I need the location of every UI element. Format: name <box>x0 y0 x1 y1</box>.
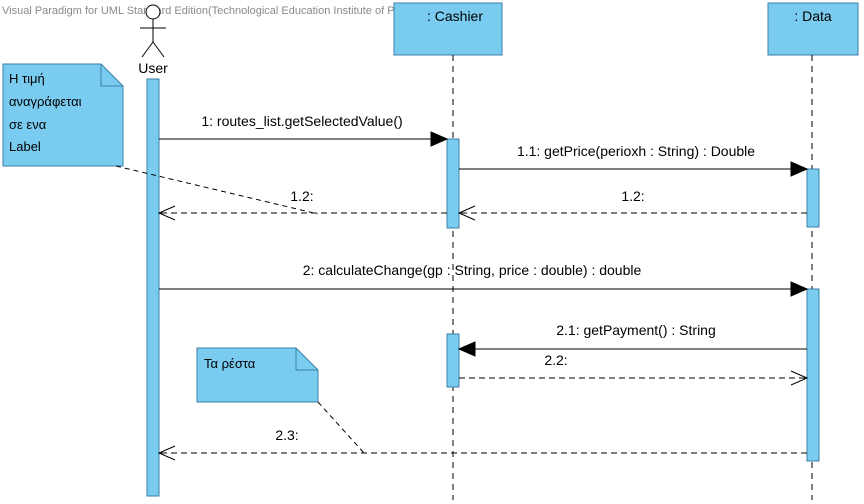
message-2-label: 2: calculateChange(gp : String, price : … <box>303 262 642 278</box>
note1-line2: αναγράφεται <box>9 94 82 109</box>
data-label: : Data <box>794 8 832 24</box>
user-activation-bar[interactable] <box>146 78 160 497</box>
message-2-1[interactable]: 2.1: getPayment() : String <box>457 322 807 357</box>
return-2-3[interactable]: 2.3: <box>157 427 807 461</box>
note2-line1: Τα ρέστα <box>204 356 256 371</box>
cashier-activation-bar-2[interactable] <box>446 333 460 388</box>
cashier-activation-bar-1[interactable] <box>446 138 460 229</box>
actor-head-icon <box>145 4 161 20</box>
cashier-lifeline-head[interactable]: : Cashier <box>393 2 503 56</box>
data-lifeline-head[interactable]: : Data <box>767 2 859 56</box>
note-change[interactable]: Τα ρέστα <box>196 347 319 403</box>
note1-line4: Label <box>9 139 41 154</box>
note1-line3: σε ενα <box>9 117 47 132</box>
message-1-label: 1: routes_list.getSelectedValue() <box>201 113 402 129</box>
message-2-1-label: 2.1: getPayment() : String <box>556 322 716 338</box>
user-label: User <box>138 60 168 76</box>
return-1-2-to-cashier[interactable]: 1.2: <box>457 188 807 221</box>
cashier-label: : Cashier <box>427 8 483 24</box>
data-activation-bar-1[interactable] <box>806 168 820 228</box>
user-actor: User <box>138 4 168 76</box>
message-2[interactable]: 2: calculateChange(gp : String, price : … <box>159 262 809 297</box>
note2-connector <box>317 401 365 454</box>
note1-connector <box>115 165 319 215</box>
watermark-text: Visual Paradigm for UML Standard Edition… <box>2 5 428 17</box>
data-activation-bar-2[interactable] <box>806 288 820 462</box>
note1-line1: Η τιμή <box>9 71 45 86</box>
return-2-2-label: 2.2: <box>544 352 567 368</box>
message-1-1-label: 1.1: getPrice(perioxh : String) : Double <box>517 143 755 159</box>
return-2-3-label: 2.3: <box>275 427 298 443</box>
return-1-2-to-user[interactable]: 1.2: <box>157 188 447 221</box>
return-1-2a-label: 1.2: <box>290 188 313 204</box>
return-2-2[interactable]: 2.2: <box>459 352 809 386</box>
return-1-2b-label: 1.2: <box>621 188 644 204</box>
message-1[interactable]: 1: routes_list.getSelectedValue() <box>159 113 449 147</box>
note-price-label[interactable]: Η τιμή αναγράφεται σε ενα Label <box>2 63 124 167</box>
message-1-1[interactable]: 1.1: getPrice(perioxh : String) : Double <box>459 143 809 177</box>
